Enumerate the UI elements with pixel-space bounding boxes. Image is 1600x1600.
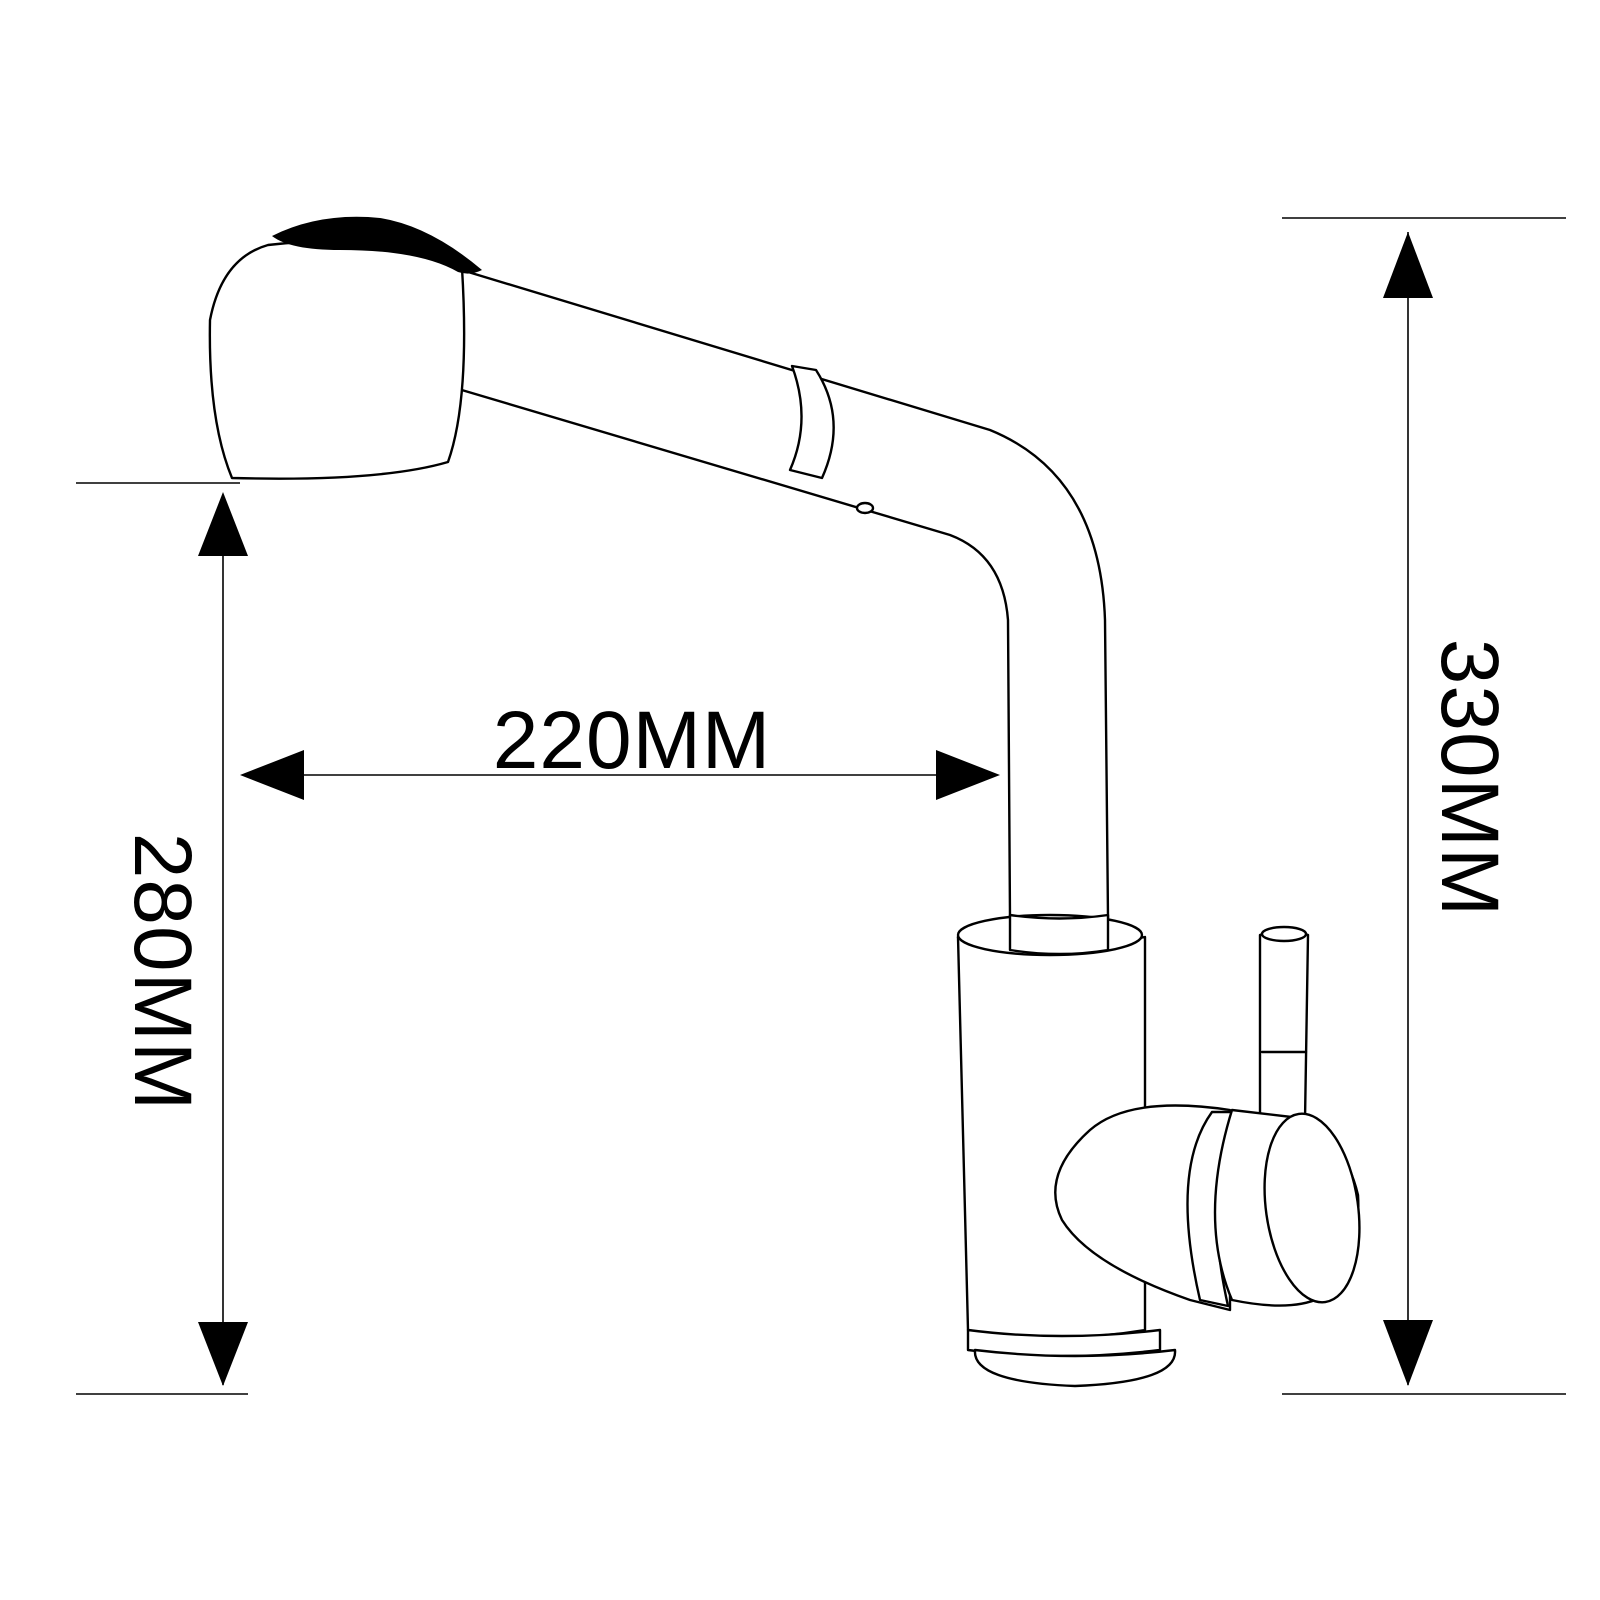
- arrow-left-horizontal: [240, 750, 304, 800]
- arrow-down-left: [198, 1322, 248, 1386]
- dimension-total-height: 330MM: [1282, 217, 1566, 1395]
- spout-entry: [1008, 913, 1110, 956]
- spray-head-cap: [272, 216, 482, 274]
- base-plate-bottom: [973, 1348, 1177, 1388]
- spout-joint-ring: [788, 364, 835, 480]
- spout-button: [855, 501, 875, 515]
- arrow-down-right: [1383, 1320, 1433, 1386]
- label-reach: 220MM: [493, 695, 771, 786]
- label-spout-height: 280MM: [117, 833, 208, 1111]
- handle-lever: [1258, 928, 1310, 1126]
- faucet-drawing: [208, 216, 1361, 1388]
- label-total-height: 330MM: [1424, 639, 1515, 917]
- spray-head: [208, 240, 466, 480]
- dimension-spout-height: 280MM: [76, 482, 248, 1395]
- handle-lever-tip: [1260, 925, 1308, 943]
- spout-tube: [453, 266, 1110, 920]
- dimension-reach: 220MM: [240, 695, 1000, 800]
- lever-cap-face: [1263, 1112, 1361, 1304]
- lever-housing: [1054, 1104, 1232, 1312]
- arrow-up-right: [1383, 232, 1433, 298]
- arrow-right-horizontal: [936, 750, 1000, 800]
- arrow-up-left: [198, 492, 248, 556]
